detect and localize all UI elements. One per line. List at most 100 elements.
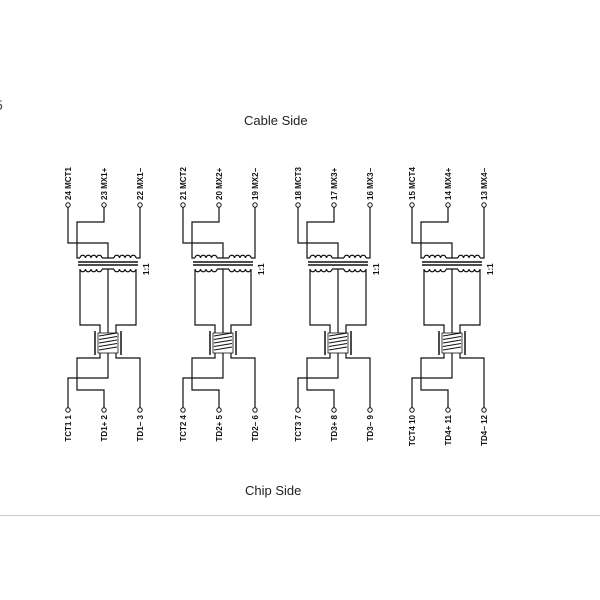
top-pin-label: 15 MCT4 [408,167,417,200]
top-pin-terminal [65,202,71,208]
top-pin-label: 21 MCT2 [179,167,188,200]
wire [420,353,449,408]
wire [194,269,216,333]
choke-winding [442,339,462,344]
top-pin-terminal [445,202,451,208]
choke-winding [98,339,118,344]
choke-winding [328,339,348,344]
wire [115,269,137,333]
bottom-pin-terminal [481,407,487,413]
choke-winding [213,339,233,344]
choke-winding [98,332,118,337]
bottom-pin-label: TD1+ 2 [100,414,109,441]
divider [0,515,600,516]
coil-winding [194,268,218,273]
bottom-pin-terminal [180,407,186,413]
center-tap-wire [182,353,224,408]
wire [366,207,371,259]
choke-winding [98,346,118,351]
coil-winding [79,268,103,273]
bottom-pin-label: TCT3 7 [294,414,303,441]
choke-winding [328,343,348,347]
center-tap-wire [297,207,339,256]
top-pin-terminal [216,202,222,208]
coil-winding [457,254,481,259]
bottom-pin-terminal [331,407,337,413]
choke-winding [213,336,233,340]
coil-winding [343,254,367,259]
wire [332,256,344,259]
choke-winding [213,332,233,337]
center-tap-wire [332,268,344,333]
chip-side-label: Chip Side [245,483,302,498]
bottom-pin-label: TD2+ 5 [215,414,224,441]
coil-winding [228,254,252,259]
top-pin-terminal [137,202,143,208]
coil-winding [113,268,137,273]
top-pin-terminal [180,202,186,208]
bottom-pin-label: TD4− 12 [480,414,489,445]
wire [459,269,481,333]
center-tap-wire [446,268,458,333]
top-pin-label: 16 MX3− [366,167,375,200]
top-pin-label: 24 MCT1 [64,167,73,200]
wire [76,207,105,259]
bottom-pin-terminal [295,407,301,413]
coil-winding [309,254,333,259]
coil-winding [309,268,333,273]
top-pin-label: 20 MX2+ [215,167,224,200]
center-tap-wire [102,268,114,333]
top-pin-label: 13 MX4− [480,167,489,200]
bottom-pin-label: TD2− 6 [251,414,260,441]
choke-winding [442,346,462,351]
wire [345,269,367,333]
wire [230,269,252,333]
wire [251,207,256,259]
coil-winding [79,254,103,259]
wire [459,353,485,408]
bottom-pin-label: TD3+ 8 [330,414,339,441]
wire [306,353,335,408]
choke-winding [328,332,348,337]
choke-winding [213,346,233,351]
choke-winding [328,346,348,351]
wire [115,353,141,408]
coil-winding [423,268,447,273]
choke-winding [328,336,348,340]
wire [191,353,220,408]
top-pin-terminal [252,202,258,208]
bottom-pin-terminal [409,407,415,413]
bottom-pin-label: TCT4 10 [408,414,417,446]
top-pin-label: 22 MX1− [136,167,145,200]
cable-side-label: Cable Side [244,113,308,128]
wire [306,207,335,259]
wire [446,256,458,259]
coil-winding [343,268,367,273]
bottom-pin-terminal [137,407,143,413]
top-pin-label: 23 MX1+ [100,167,109,200]
choke-winding [98,343,118,347]
wire [309,269,331,333]
center-tap-wire [67,353,109,408]
wire [420,207,449,259]
bottom-pin-terminal [216,407,222,413]
wire [102,256,114,259]
top-pin-terminal [409,202,415,208]
top-pin-label: 17 MX3+ [330,167,339,200]
center-tap-wire [67,207,109,256]
turns-ratio-label: 1:1 [257,263,266,275]
center-tap-wire [217,268,229,333]
top-pin-terminal [101,202,107,208]
choke-winding [442,336,462,340]
top-pin-label: 19 MX2− [251,167,260,200]
bottom-pin-terminal [252,407,258,413]
bottom-pin-label: TD3− 9 [366,414,375,441]
bottom-pin-terminal [101,407,107,413]
bottom-pin-label: TD1− 3 [136,414,145,441]
top-pin-terminal [367,202,373,208]
coil-winding [228,268,252,273]
top-pin-terminal [331,202,337,208]
